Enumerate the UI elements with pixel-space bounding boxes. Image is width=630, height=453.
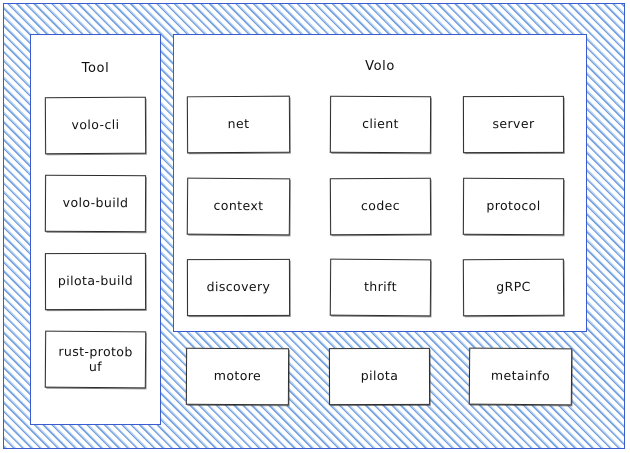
node-codec[interactable]: codec <box>329 177 432 236</box>
node-label: pilota-build <box>57 273 134 289</box>
node-label: codec <box>360 198 401 214</box>
node-label: metainfo <box>490 367 551 384</box>
node-label: thrift <box>363 278 398 295</box>
node-pilota-build[interactable]: pilota-build <box>44 252 147 311</box>
outer-hatched-frame: Tool volo-cli volo-build pilota-build ru… <box>3 3 625 449</box>
node-pilota[interactable]: pilota <box>328 347 431 406</box>
node-label: protocol <box>486 197 541 214</box>
panel-tool-title: Tool <box>81 61 110 76</box>
node-protocol[interactable]: protocol <box>462 177 565 236</box>
node-label: volo-build <box>62 194 129 211</box>
node-metainfo[interactable]: metainfo <box>468 347 573 406</box>
node-label: volo-cli <box>71 116 120 133</box>
node-client[interactable]: client <box>329 95 432 154</box>
panel-tool: Tool volo-cli volo-build pilota-build ru… <box>30 34 161 425</box>
node-rust-protobuf[interactable]: rust-protob uf <box>44 330 147 389</box>
node-label: motore <box>213 368 262 384</box>
node-label: rust-protob uf <box>58 343 133 374</box>
panel-volo-title: Volo <box>365 59 395 74</box>
node-net[interactable]: net <box>186 95 291 154</box>
node-label: gRPC <box>496 279 531 295</box>
node-grpc[interactable]: gRPC <box>462 258 565 317</box>
node-motore[interactable]: motore <box>185 347 290 406</box>
node-label: net <box>227 116 250 132</box>
node-context[interactable]: context <box>186 177 291 236</box>
node-label: server <box>492 116 535 132</box>
node-label: pilota <box>360 368 399 384</box>
node-label: client <box>362 116 399 132</box>
node-label: discovery <box>206 279 271 295</box>
panel-volo: Volo net client server context codec pro… <box>173 34 587 332</box>
node-thrift[interactable]: thrift <box>329 258 432 317</box>
node-volo-build[interactable]: volo-build <box>44 174 147 233</box>
node-server[interactable]: server <box>462 95 565 154</box>
node-discovery[interactable]: discovery <box>186 258 291 317</box>
node-volo-cli[interactable]: volo-cli <box>44 96 147 155</box>
node-label: context <box>213 197 264 214</box>
